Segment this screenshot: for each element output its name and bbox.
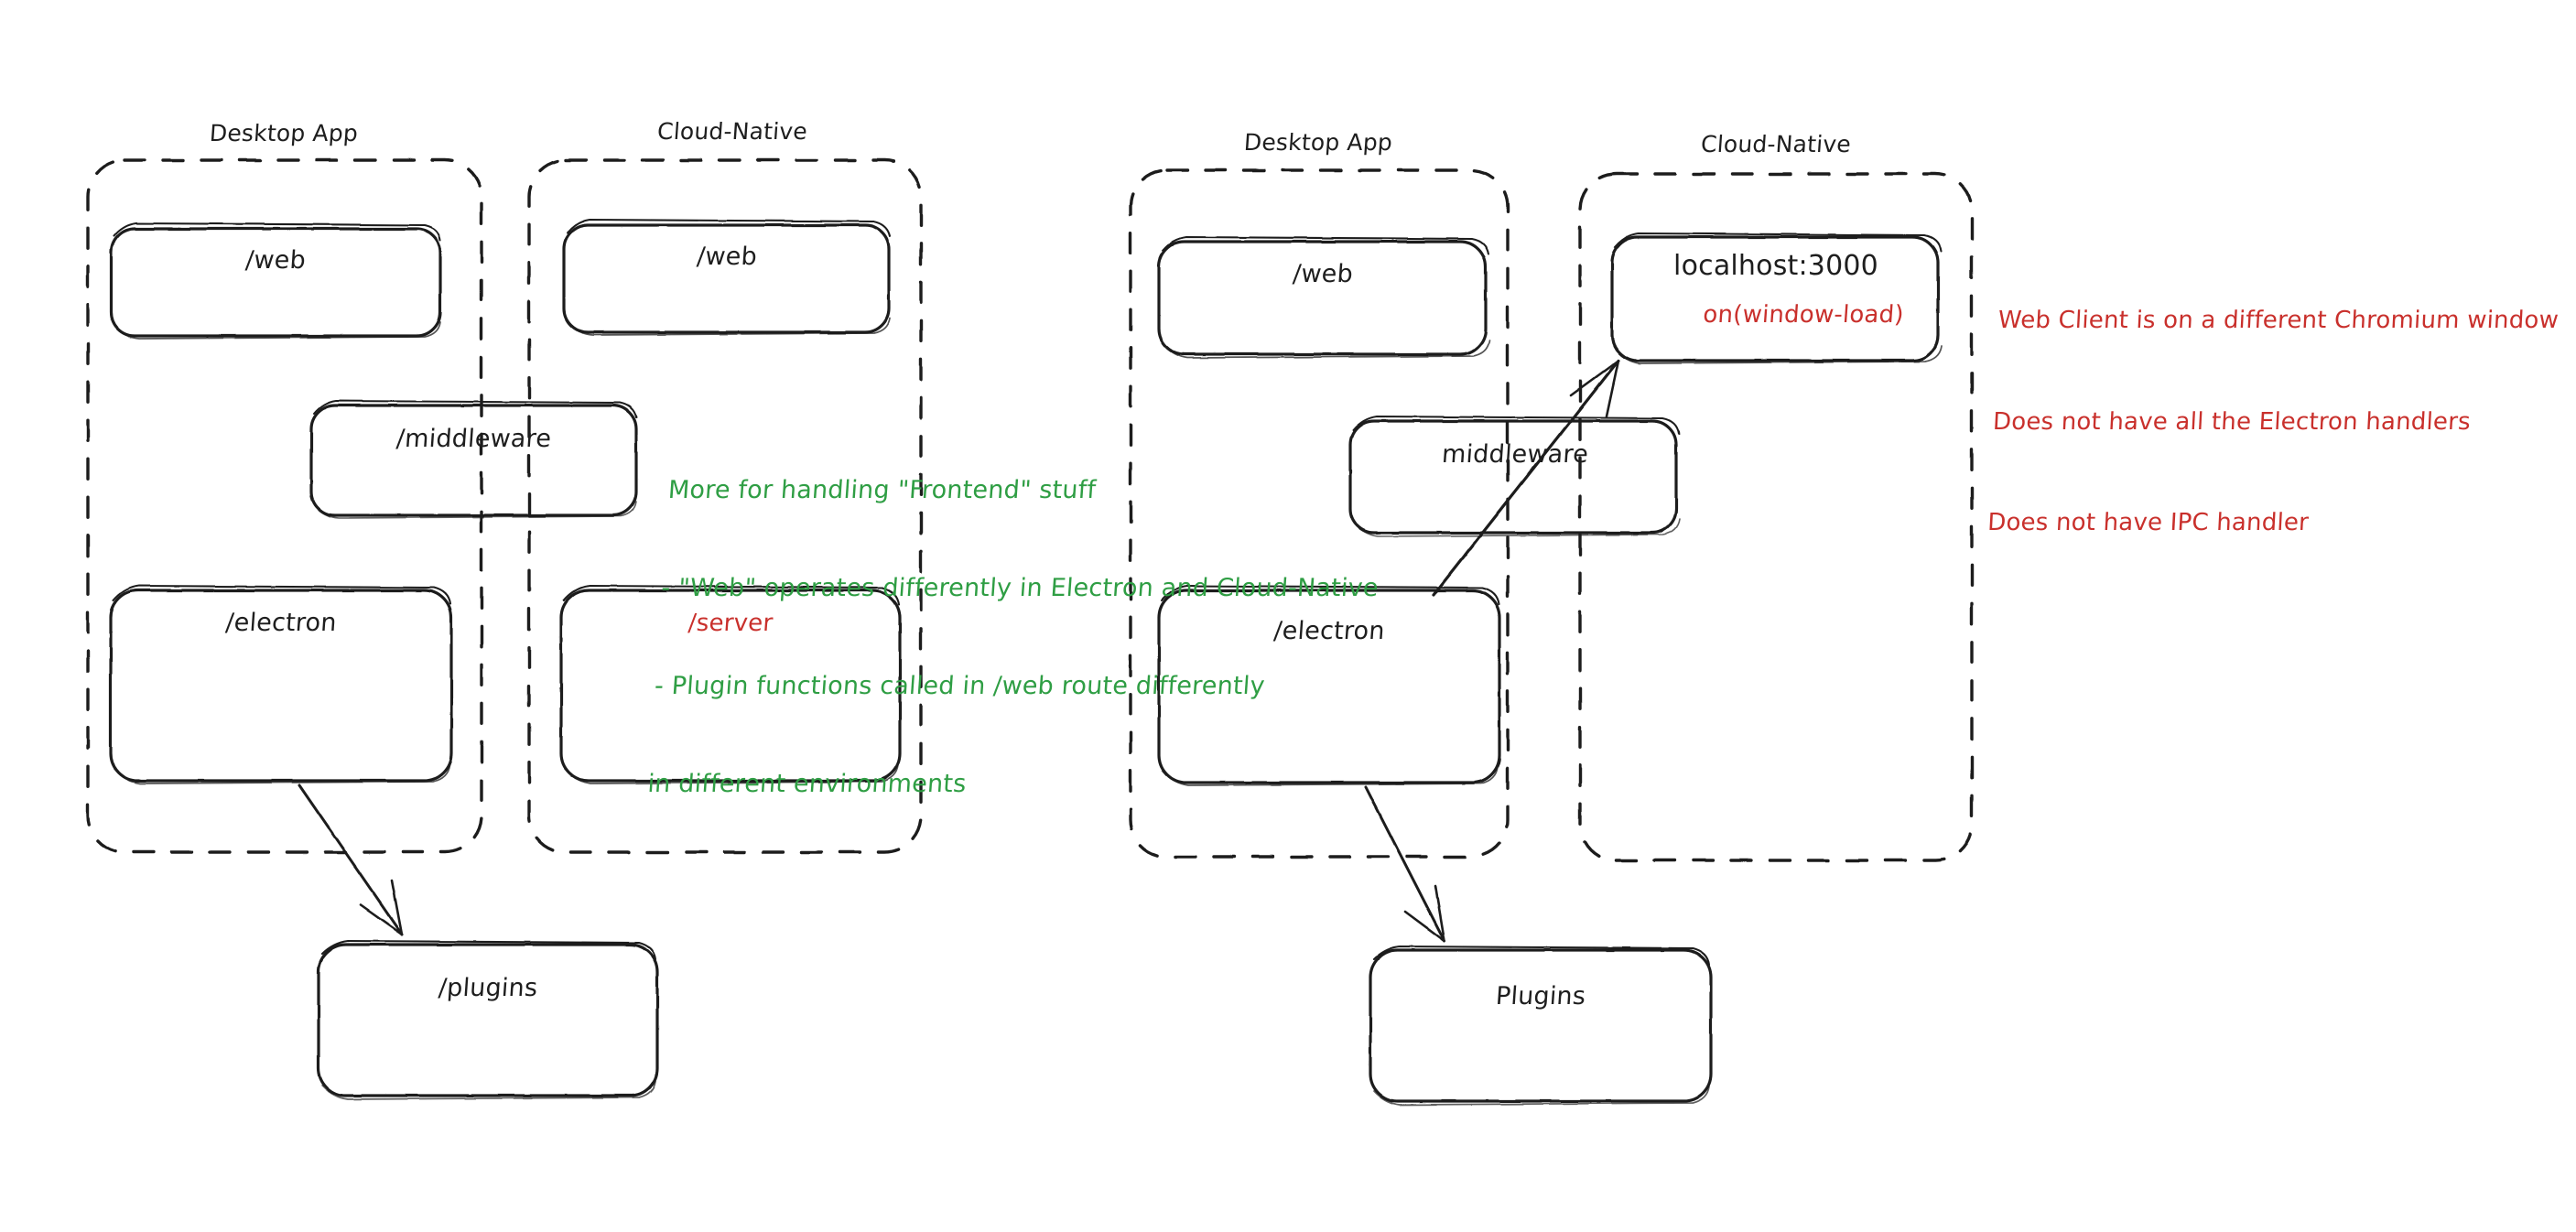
annotation-web-client-line-2: Does not have all the Electron handlers <box>1992 407 2472 436</box>
node-label-left-plugins: /plugins <box>437 974 539 1002</box>
node-label-left-cloud-web: /web <box>696 243 758 271</box>
node-label-right-electron: /electron <box>1272 617 1386 645</box>
annotation-frontend-line-1: More for handling "Frontend" stuff <box>666 476 1098 505</box>
node-label-left-desktop-web: /web <box>244 246 307 275</box>
node-outline-left-cloud-web <box>562 218 892 336</box>
node-outline-right-localhost <box>1610 232 1943 364</box>
node-label-right-plugins: Plugins <box>1494 982 1587 1010</box>
group-label-left-desktop-app: Desktop App <box>208 120 360 146</box>
annotation-frontend-line-4: in different environments <box>646 769 968 798</box>
node-label-right-localhost: localhost:3000 <box>1673 250 1878 282</box>
annotation-web-client-line-3: Does not have IPC handler <box>1986 509 2310 537</box>
node-outline-right-plugins <box>1369 945 1713 1106</box>
annotation-frontend-line-2: - "Web" operates differently in Electron… <box>660 574 1380 603</box>
node-sublabel-right-localhost: on(window-load) <box>1702 301 1905 329</box>
group-outline-right-desktop-app <box>1129 168 1510 859</box>
node-outline-right-desktop-web <box>1157 235 1490 359</box>
group-label-left-cloud-native: Cloud-Native <box>656 118 808 145</box>
node-outline-right-electron <box>1157 584 1501 786</box>
group-outline-left-cloud-native <box>527 158 923 854</box>
group-outline-left-desktop-app <box>86 158 483 854</box>
group-outline-right-cloud-native <box>1578 172 1974 862</box>
group-label-right-desktop-app: Desktop App <box>1242 129 1394 156</box>
annotation-web-client-line-1: Web Client is on a different Chromium wi… <box>1997 306 2560 334</box>
node-outline-left-desktop-web <box>109 222 442 340</box>
node-outline-left-middleware <box>309 400 638 519</box>
node-outline-right-middleware <box>1348 416 1681 537</box>
annotation-frontend-line-3: - Plugin functions called in /web route … <box>653 672 1266 700</box>
node-label-left-electron: /electron <box>224 609 338 637</box>
annotation-web-client-note: Web Client is on a different Chromium wi… <box>1985 236 2563 574</box>
group-label-right-cloud-native: Cloud-Native <box>1700 131 1852 157</box>
node-label-left-middleware: /middleware <box>395 425 553 453</box>
node-outline-left-server <box>559 584 902 784</box>
node-outline-left-plugins <box>317 939 659 1100</box>
node-label-right-middleware: middleware <box>1440 440 1590 469</box>
arrow-right-electron-to-plugins <box>1364 785 1446 943</box>
arrow-right-electron-to-localhost <box>1432 359 1620 597</box>
node-outline-left-electron <box>109 584 453 784</box>
node-label-right-desktop-web: /web <box>1292 260 1354 288</box>
arrow-left-electron-to-plugins <box>298 784 404 936</box>
